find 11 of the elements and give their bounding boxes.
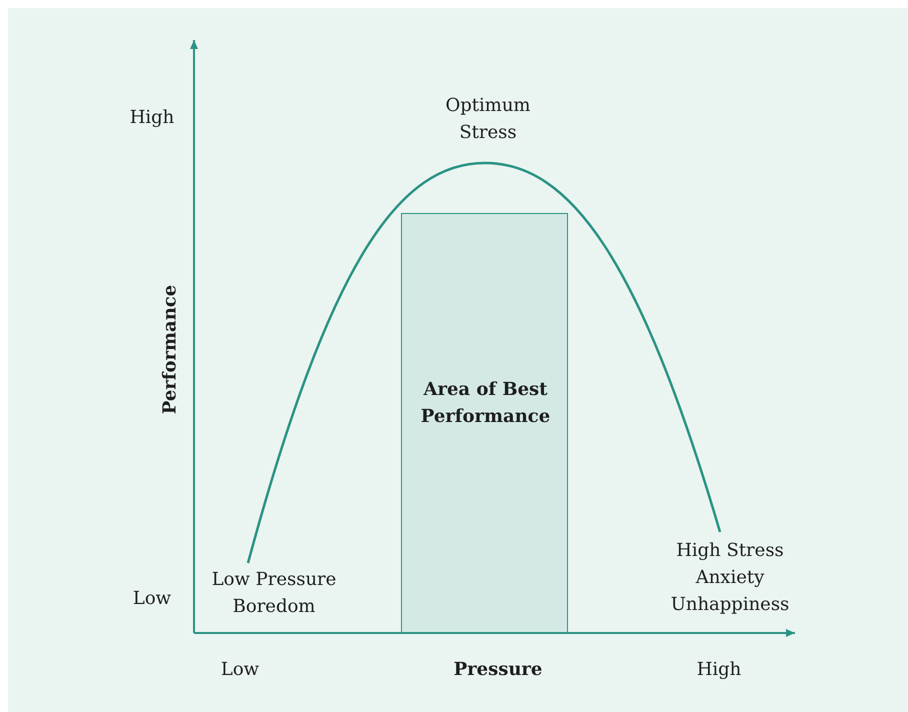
axis-title: Performance: [158, 284, 182, 416]
highlight-area: [401, 213, 568, 633]
curve-label: High Stress Anxiety Unhappiness: [670, 539, 790, 617]
tick-label: High: [128, 106, 176, 130]
tick-label: Low: [220, 658, 260, 682]
axis-title: Pressure: [452, 658, 544, 682]
tick-label: Low: [132, 587, 172, 611]
area-label: Area of Best Performance: [420, 378, 552, 429]
tick-label: High: [696, 658, 742, 682]
curve-label: Low Pressure Boredom: [210, 568, 338, 619]
curve-label: Optimum Stress: [444, 94, 532, 145]
